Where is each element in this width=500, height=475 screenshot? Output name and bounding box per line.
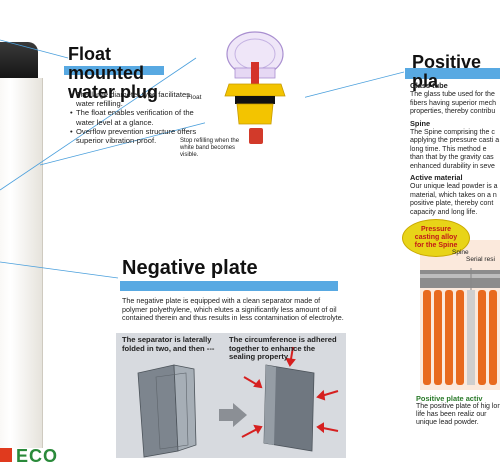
separator-caption-right: The circumference is adhered together to… (229, 335, 337, 362)
logo-mark (0, 448, 12, 462)
float-bullet: The large diameter type facilitates wate… (70, 90, 200, 108)
spine-text: The Spine comprising the c applying the … (410, 129, 500, 170)
negative-description: The negative plate is equipped with a cl… (122, 296, 344, 323)
float-label: Float (187, 94, 202, 101)
float-bullet: The float enables verification of the wa… (70, 108, 200, 126)
logo-text: ECO (16, 446, 59, 466)
positive-plate-photo (420, 240, 500, 390)
serial-resin-label: Serial resi (466, 256, 495, 263)
active-material-heading: Active material (410, 173, 463, 183)
positive-plate-active: Positive plate activ The positive plate … (416, 395, 500, 427)
positive-active-text: The positive plate of hig long life has … (416, 403, 500, 426)
separator-caption-left: The separator is laterally folded in two… (122, 335, 215, 353)
active-material-text: Our unique lead powder is a material, wh… (410, 183, 498, 216)
float-title-line1: Float mounted (68, 44, 144, 83)
spine-heading: Spine (410, 118, 431, 128)
separator-illustration-panel (116, 333, 346, 458)
glass-tube-text: The glass tube used for the fibers havin… (410, 91, 496, 116)
glass-tube-heading: Glass tube (410, 81, 448, 90)
badge-line: casting alloy (414, 234, 458, 241)
positive-section-title: Positive pla (412, 52, 482, 91)
float-title-bar (64, 66, 164, 75)
negative-section-title: Negative plate (122, 257, 258, 279)
badge-line: for the Spine (414, 242, 458, 249)
negative-title-bar (120, 281, 338, 291)
water-plug-illustration (205, 24, 305, 169)
stop-refill-label: Stop refilling when the white band becom… (180, 138, 240, 158)
float-bullet-list: The large diameter type facilitates wate… (70, 90, 200, 145)
spine-label: Spine (452, 249, 469, 256)
positive-active-heading: Positive plate activ (416, 394, 483, 403)
badge-line: Pressure (421, 226, 451, 233)
float-bullet: Overflow prevention structure offers sup… (70, 127, 200, 145)
positive-description: Glass tube The glass tube used for the f… (410, 81, 500, 220)
positive-title-bar (405, 68, 500, 79)
pressure-casting-badge: Pressure casting alloy for the Spine (402, 219, 470, 257)
